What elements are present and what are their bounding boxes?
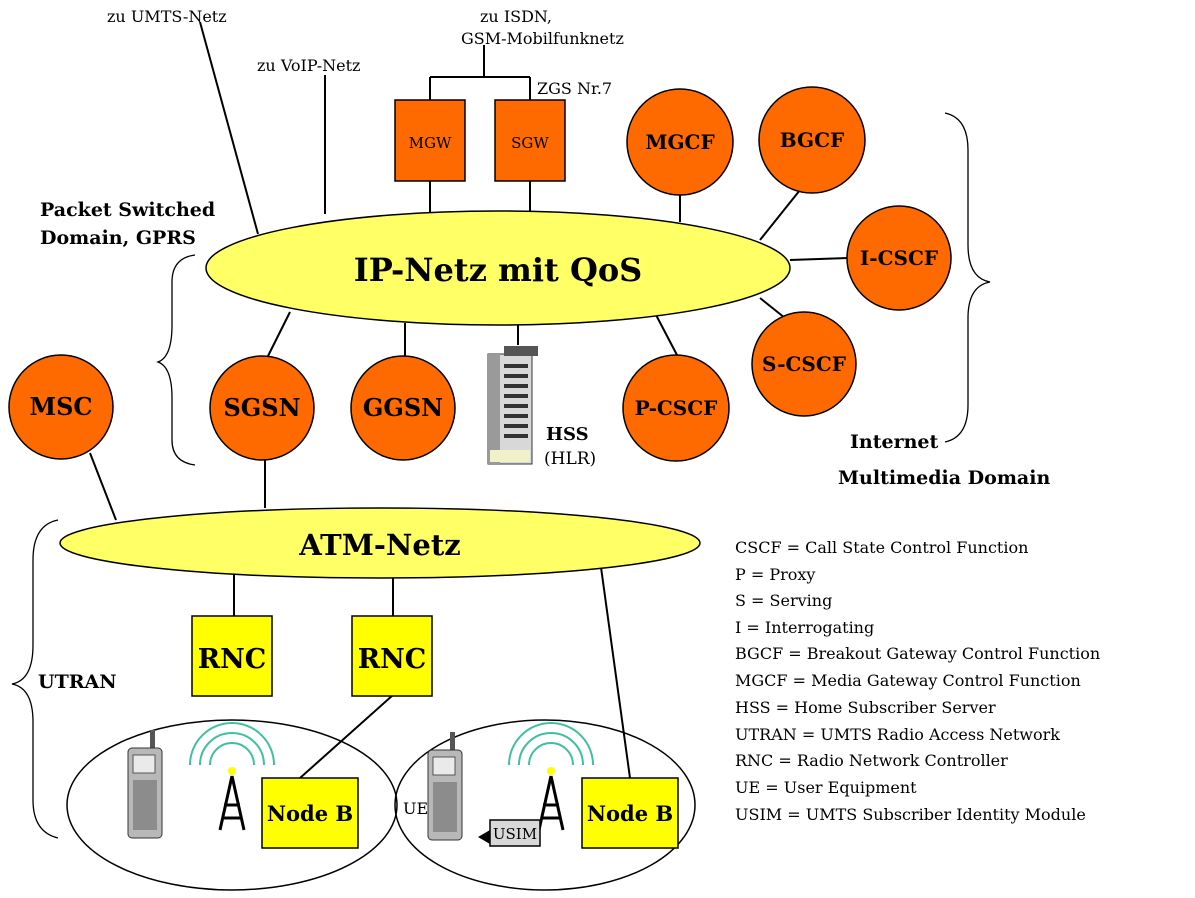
node-b-box-1: Node B	[261, 777, 359, 849]
ggsn-node: GGSN	[350, 355, 456, 461]
hss-hlr-label: (HLR)	[544, 449, 596, 469]
mobile-phone-icon	[127, 730, 163, 839]
connections	[89, 21, 849, 779]
sgw-box: SGW	[494, 99, 566, 182]
icscf-node: I-CSCF	[846, 205, 952, 311]
legend-item: BGCF = Breakout Gateway Control Function	[735, 644, 1100, 663]
sgsn-label: SGSN	[223, 393, 300, 422]
label-imd-line1: Internet	[850, 431, 938, 453]
radio-cell-1	[66, 719, 398, 891]
brace-imd	[944, 112, 991, 443]
legend-item: S = Serving	[735, 591, 832, 610]
rnc-box-2: RNC	[351, 615, 433, 697]
antenna-tower-icon-2	[508, 722, 594, 831]
mgw-box: MGW	[394, 99, 466, 182]
label-psd-line1: Packet Switched	[40, 199, 215, 221]
label-zu-umts: zu UMTS-Netz	[107, 7, 227, 26]
label-zgs: ZGS Nr.7	[537, 79, 612, 98]
label-psd-line2: Domain, GPRS	[40, 227, 196, 249]
brace-psd	[156, 254, 196, 466]
legend: CSCF = Call State Control Function P = P…	[735, 538, 1100, 824]
sgsn-node: SGSN	[209, 355, 315, 461]
rnc-2-label: RNC	[358, 644, 427, 675]
rnc-1-label: RNC	[198, 644, 267, 675]
legend-item: MGCF = Media Gateway Control Function	[735, 671, 1081, 690]
user-equipment-icon	[427, 732, 463, 841]
bgcf-node: BGCF	[758, 86, 866, 194]
label-zu-isdn-line2: GSM-Mobilfunknetz	[461, 29, 624, 48]
mgcf-label: MGCF	[645, 130, 714, 154]
atm-network: ATM-Netz	[59, 507, 701, 579]
mgw-label: MGW	[409, 134, 452, 152]
legend-item: USIM = UMTS Subscriber Identity Module	[735, 805, 1086, 824]
node-b-2-label: Node B	[587, 801, 673, 826]
ggsn-label: GGSN	[363, 393, 443, 422]
label-zu-voip: zu VoIP-Netz	[257, 56, 360, 75]
label-imd-line2: Multimedia Domain	[838, 467, 1050, 489]
legend-item: CSCF = Call State Control Function	[735, 538, 1028, 557]
radio-cell-2	[394, 719, 696, 891]
msc-label: MSC	[30, 392, 93, 421]
atm-network-label: ATM-Netz	[298, 528, 460, 562]
scscf-label: S-CSCF	[762, 352, 846, 376]
usim-label: USIM	[493, 825, 537, 843]
bgcf-label: BGCF	[780, 128, 844, 152]
hss-server-icon	[487, 346, 538, 465]
scscf-node: S-CSCF	[751, 311, 857, 417]
msc-node: MSC	[8, 354, 114, 460]
legend-item: HSS = Home Subscriber Server	[735, 698, 996, 717]
antenna-tower-icon	[189, 722, 275, 831]
mgcf-node: MGCF	[626, 88, 734, 196]
rnc-box-1: RNC	[191, 615, 273, 697]
legend-item: RNC = Radio Network Controller	[735, 751, 1008, 770]
pcscf-node: P-CSCF	[622, 354, 730, 462]
node-b-1-label: Node B	[267, 801, 353, 826]
node-b-box-2: Node B	[581, 777, 679, 849]
legend-item: P = Proxy	[735, 565, 815, 584]
ip-network: IP-Netz mit QoS	[205, 210, 791, 326]
legend-item: I = Interrogating	[735, 618, 874, 637]
icscf-label: I-CSCF	[860, 246, 938, 270]
usim-box: USIM	[478, 819, 541, 847]
brace-utran	[11, 519, 59, 839]
ip-network-label: IP-Netz mit QoS	[354, 251, 643, 289]
ue-label: UE	[403, 799, 428, 818]
label-zu-isdn-line1: zu ISDN,	[480, 7, 552, 26]
hss-label: HSS	[546, 424, 589, 445]
legend-item: UTRAN = UMTS Radio Access Network	[735, 725, 1060, 744]
label-utran: UTRAN	[38, 671, 117, 693]
legend-item: UE = User Equipment	[735, 778, 917, 797]
sgw-label: SGW	[511, 134, 549, 152]
pcscf-label: P-CSCF	[635, 396, 718, 420]
